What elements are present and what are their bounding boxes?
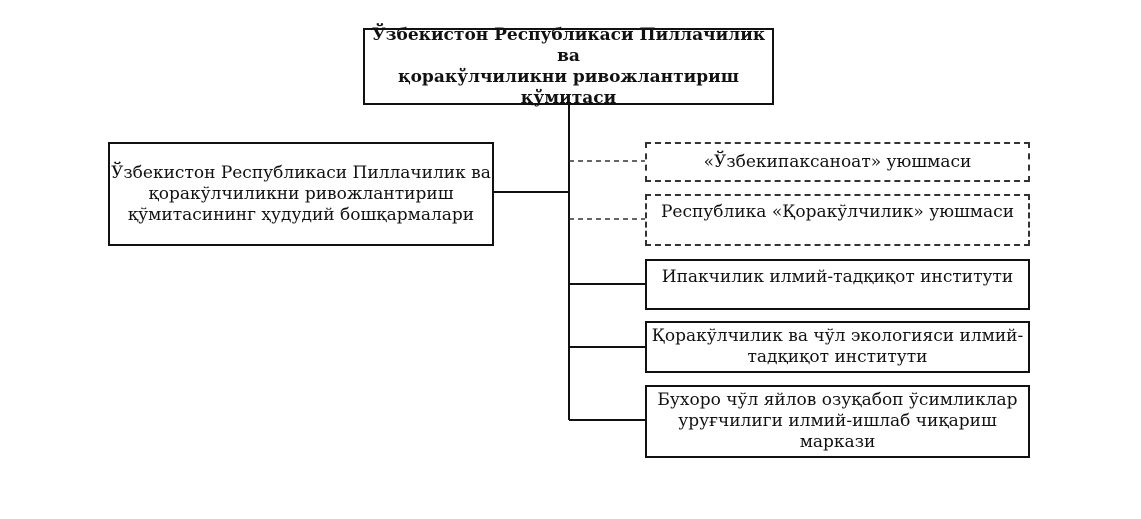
karakul-institute-box: Қоракўлчилик ва чўл экологияси илмий- та… xyxy=(645,321,1030,373)
uzbekipaksanoat-label: «Ўзбекипаксаноат» уюшмаси xyxy=(703,151,972,172)
regional-departments-box: Ўзбекистон Республикаси Пиллачилик ва қо… xyxy=(108,142,494,246)
karakul-institute-label: Қоракўлчилик ва чўл экологияси илмий- та… xyxy=(651,326,1024,367)
silk-institute-box: Ипакчилик илмий-тадқиқот институти xyxy=(645,259,1030,310)
top-committee-box: Ўзбекистон Республикаси Пиллачилик ва қо… xyxy=(363,25,774,108)
silk-institute-label: Ипакчилик илмий-тадқиқот институти xyxy=(661,267,1014,287)
uzbekipaksanoat-box: «Ўзбекипаксаноат» уюшмаси xyxy=(645,142,1030,182)
bukhara-center-box: Бухоро чўл яйлов озуқабоп ўсимликлар уру… xyxy=(645,385,1030,458)
top-committee-label: Ўзбекистон Республикаси Пиллачилик ва қо… xyxy=(371,24,766,108)
bukhara-center-label: Бухоро чўл яйлов озуқабоп ўсимликлар уру… xyxy=(657,390,1018,452)
regional-departments-label: Ўзбекистон Республикаси Пиллачилик ва қо… xyxy=(111,162,491,225)
korakulchilik-union-box: Республика «Қоракўлчилик» уюшмаси xyxy=(645,194,1030,246)
korakulchilik-union-label: Республика «Қоракўлчилик» уюшмаси xyxy=(660,202,1015,222)
